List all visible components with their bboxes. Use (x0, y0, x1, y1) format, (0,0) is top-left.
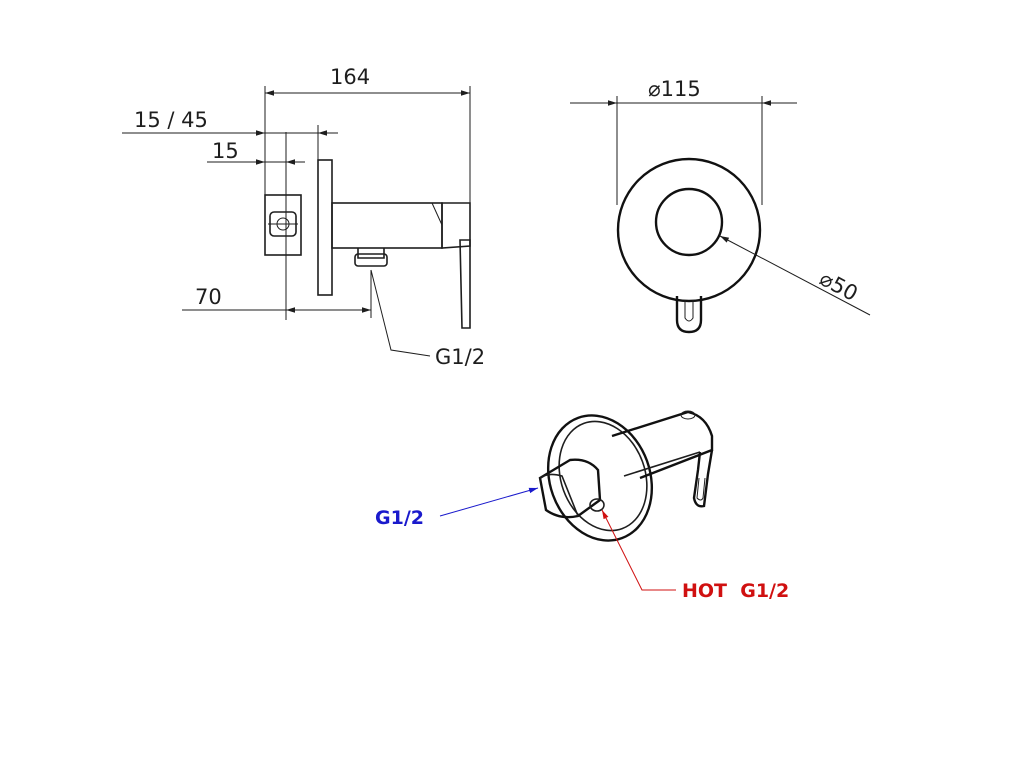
handle-slot (431, 202, 443, 226)
outlet-thread-leader (370, 269, 431, 357)
offset-min-label: 15 (212, 139, 239, 163)
overall-length-label: 164 (330, 65, 370, 89)
hot-inlet-callout-label: HOT G1/2 (682, 580, 789, 602)
front-view: ⌀115 ⌀50 (570, 77, 871, 334)
outlet-nut (354, 253, 388, 267)
handle-base (441, 202, 471, 249)
handle-lever-front (675, 296, 703, 334)
valve-body (331, 202, 443, 249)
side-view: 164 15 / 45 15 70 G1/2 (122, 65, 485, 369)
handle-lever (459, 239, 471, 329)
iso-wall-plate (546, 414, 654, 542)
iso-valve-body (611, 410, 714, 480)
wall-plate-side (317, 159, 333, 296)
valve-inlet-block (264, 194, 302, 256)
isometric-view: G1/2 HOT G1/2 (375, 410, 789, 602)
outlet-spout (357, 248, 385, 259)
iso-handle-lever (692, 449, 714, 508)
inlet-callout-label: G1/2 (375, 507, 424, 529)
inlet-callout-leader (439, 487, 539, 517)
iso-wall-plate-inner (558, 420, 648, 532)
iso-valve-top-slot (680, 410, 696, 420)
iso-inlet-block-face (539, 473, 579, 517)
handle-diameter-leader (719, 235, 871, 316)
hot-inlet-callout-leader (601, 509, 676, 591)
iso-handle-lever-slot (696, 477, 706, 501)
handle-hub (654, 187, 724, 257)
handle-diameter-label: ⌀50 (816, 266, 862, 306)
offset-range-label: 15 / 45 (134, 108, 208, 132)
outlet-offset-label: 70 (195, 285, 222, 309)
outlet-thread-label: G1/2 (435, 345, 485, 369)
iso-hot-inlet-port (589, 498, 605, 512)
iso-valve-body-bottom (623, 451, 701, 477)
handle-lever-slot (684, 300, 694, 322)
wall-plate-front (616, 157, 762, 303)
plate-diameter-label: ⌀115 (648, 77, 701, 101)
